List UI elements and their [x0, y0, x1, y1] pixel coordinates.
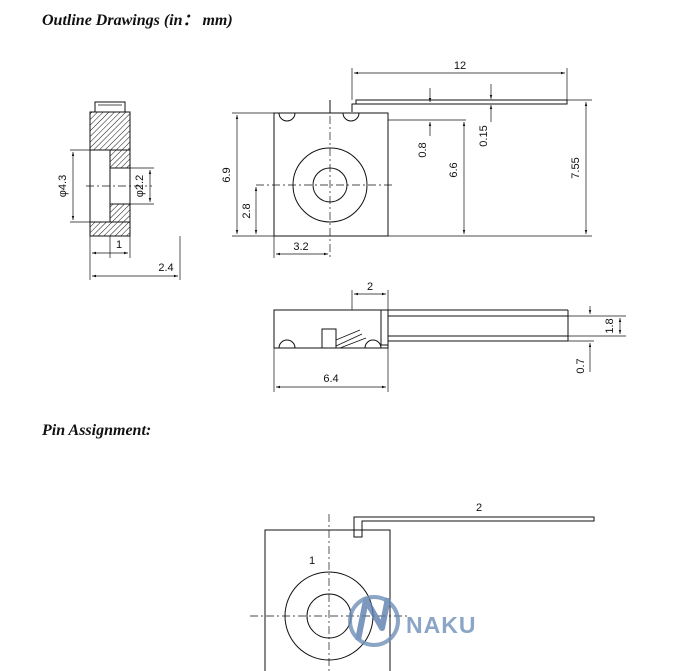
naku-watermark: NAKU [348, 595, 476, 647]
dim-front-lead-thickness: 0.15 [478, 125, 490, 146]
dim-side-dia-inner: φ2.2 [134, 175, 146, 197]
pin-assignment-view: 1 2 [250, 502, 595, 671]
dim-top-body-length: 6.4 [323, 373, 338, 385]
dim-front-width: 6.9 [221, 167, 233, 182]
pin-assignment-heading: Pin Assignment: [42, 422, 152, 439]
top-view-lead [387, 315, 569, 337]
front-view-lead [351, 99, 568, 112]
dim-side-overall: 2.4 [158, 262, 173, 274]
dim-front-center-height: 2.8 [241, 203, 253, 218]
watermark-text: NAKU [406, 612, 476, 638]
dim-side-thickness: 1 [116, 239, 122, 251]
pin-view-body [264, 529, 391, 671]
top-view-chip [321, 328, 337, 349]
front-view-body [273, 112, 389, 237]
dim-front-overall-height: 7.55 [570, 157, 582, 178]
dim-front-center-x: 3.2 [293, 241, 308, 253]
dim-front-lead-length: 12 [454, 60, 466, 72]
dim-side-dia-outer: φ4.3 [57, 175, 69, 197]
side-view: φ4.3 φ2.2 1 2.4 [57, 101, 181, 280]
side-view-top-nub [94, 101, 126, 113]
side-view-body-upper [89, 111, 131, 151]
pin-1-label: 1 [309, 555, 315, 567]
dim-front-lead-height: 6.6 [448, 162, 460, 177]
dim-front-lead-offset: 0.8 [417, 142, 429, 157]
front-view-outer-ring [292, 147, 368, 223]
dim-top-tab: 2 [367, 281, 373, 293]
front-view-inner-ring [312, 167, 348, 203]
top-view: 2 1.8 0.7 6.4 [273, 281, 626, 392]
pin-view-lead [353, 516, 595, 538]
dim-top-lead-width: 1.8 [604, 318, 616, 333]
naku-logo-icon [348, 595, 400, 647]
pin-2-label: 2 [476, 502, 482, 514]
dim-top-lead-offset: 0.7 [575, 358, 587, 373]
front-view: 12 6.9 2.8 3.2 0.8 0.15 6.6 7.55 [221, 60, 592, 258]
outline-drawings-heading: Outline Drawings (in： mm) [42, 12, 233, 29]
side-view-body-lower [89, 221, 131, 237]
